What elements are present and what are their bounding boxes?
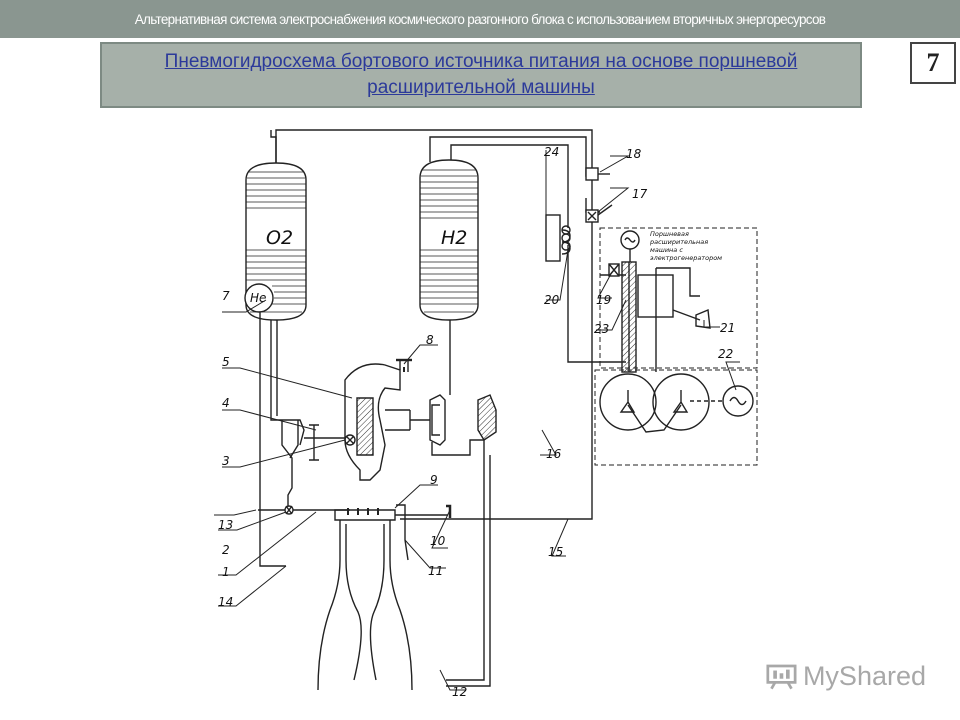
presentation-board-icon (766, 664, 797, 690)
callout-9: 9 (430, 473, 438, 487)
page-number: 7 (910, 42, 956, 84)
oxygen-label: O2 (266, 227, 293, 249)
unit-note-line-1: Поршневая (650, 230, 689, 238)
callout-24: 24 (544, 145, 559, 159)
callout-8: 8 (426, 333, 434, 347)
callout-12: 12 (452, 685, 467, 699)
callout-22: 22 (718, 347, 733, 361)
callout-21: 21 (720, 321, 735, 335)
callout-15: 15 (548, 545, 563, 559)
callout-1: 1 (222, 565, 230, 579)
callout-3: 3 (222, 454, 230, 468)
top-banner: Альтернативная система электроснабжения … (0, 0, 960, 38)
helium-label: He (250, 291, 266, 305)
callout-5: 5 (222, 355, 230, 369)
slide-title: Пневмогидросхема бортового источника пит… (164, 51, 798, 98)
turbopump (344, 320, 497, 687)
callout-20: 20 (544, 293, 560, 307)
oxygen-tank (244, 162, 307, 321)
callout-23: 23 (594, 322, 609, 336)
watermark-text: MyShared (802, 660, 926, 691)
hydrogen-label: H2 (441, 227, 467, 249)
right-equipment (545, 167, 626, 276)
hydrogen-tank (419, 159, 479, 321)
watermark: MyShared (766, 656, 926, 696)
callout-10: 10 (430, 534, 446, 548)
piston-expander-unit (594, 227, 758, 466)
callout-13: 13 (218, 518, 233, 532)
unit-note-line-3: машина с (650, 246, 683, 254)
leader-lines (214, 150, 740, 691)
callout-19: 19 (596, 293, 611, 307)
pressurization-lines (270, 129, 626, 520)
combustion-chamber (317, 504, 452, 691)
callout-2: 2 (222, 543, 230, 557)
slide-title-box: Пневмогидросхема бортового источника пит… (100, 42, 862, 108)
callout-18: 18 (626, 147, 642, 161)
callout-numbers: 7 5 4 3 13 2 1 14 8 9 10 11 12 16 15 20 … (218, 145, 735, 699)
callout-4: 4 (222, 396, 230, 410)
unit-note-line-2: расширительная (649, 238, 708, 246)
callout-17: 17 (632, 187, 648, 201)
callout-7: 7 (222, 289, 230, 303)
unit-note-line-4: электрогенератором (650, 254, 722, 262)
banner-text: Альтернативная система электроснабжения … (134, 11, 826, 27)
unit-note: Поршневая расширительная машина с электр… (649, 230, 722, 262)
callout-11: 11 (428, 564, 443, 578)
callout-14: 14 (218, 595, 233, 609)
callout-16: 16 (546, 447, 562, 461)
